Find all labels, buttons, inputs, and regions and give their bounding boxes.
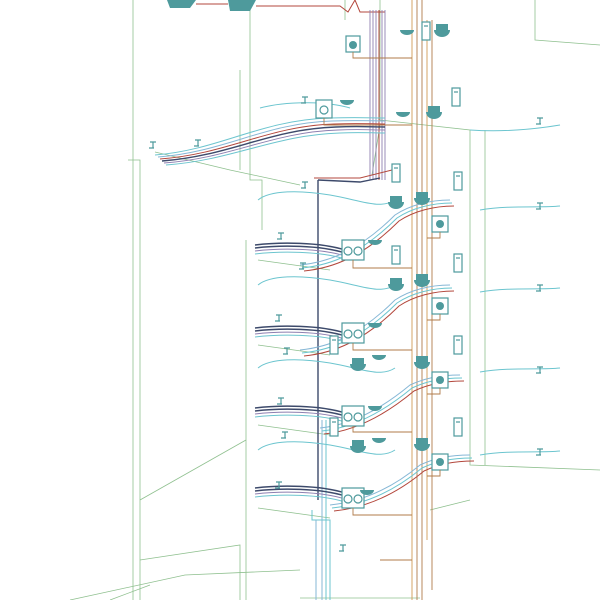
tap-icon xyxy=(536,284,543,292)
sink-icon xyxy=(340,100,354,105)
floor-branch-2 xyxy=(254,276,561,357)
floor-branch-1 xyxy=(254,191,561,272)
sink-icon xyxy=(360,490,374,495)
main-stacks xyxy=(411,0,433,600)
toilet-icon xyxy=(414,438,430,451)
tap-icon xyxy=(301,181,308,189)
shower-icon xyxy=(453,171,463,191)
toilets xyxy=(350,24,450,453)
tap-icon xyxy=(536,202,543,210)
tap-icon xyxy=(339,544,346,552)
sink-icon xyxy=(368,240,382,245)
floor-branches xyxy=(254,102,561,512)
tap-icon xyxy=(277,232,284,240)
tap-icon xyxy=(149,141,156,149)
toilet-icon xyxy=(388,278,404,291)
shower-icon xyxy=(391,163,401,183)
tap-icon xyxy=(194,139,201,147)
sink-icon xyxy=(368,323,382,328)
top-branch xyxy=(154,117,386,166)
drain-lines xyxy=(323,52,441,561)
tap-icon xyxy=(536,448,543,456)
shower-icon xyxy=(391,245,401,265)
toilet-icon xyxy=(388,196,404,209)
sink-icon xyxy=(400,30,414,35)
washing-machine-icon xyxy=(431,453,449,471)
washing-machine-icon xyxy=(345,35,361,53)
tap-icon xyxy=(275,481,282,489)
sink-icon xyxy=(396,112,410,117)
tap-icon xyxy=(536,117,543,125)
tap-icon xyxy=(301,96,308,104)
roof-panel-icon xyxy=(167,0,196,8)
washing-machine-icon xyxy=(315,99,333,119)
floor-branch-4 xyxy=(254,441,561,512)
tap-icon xyxy=(281,431,288,439)
washing-machine-icon xyxy=(431,297,449,315)
roof-panel-icon xyxy=(228,0,256,11)
dark-riser xyxy=(311,169,393,600)
building-walls xyxy=(69,0,600,600)
tap-icon xyxy=(277,397,284,405)
floor-branch-3 xyxy=(254,359,561,435)
shower-icon xyxy=(421,21,431,41)
shower-icon xyxy=(453,335,463,355)
tap-icon xyxy=(299,262,306,270)
sink-icon xyxy=(372,438,386,443)
toilet-icon xyxy=(414,356,430,369)
washing-machine-icon xyxy=(341,239,365,261)
roof-panels xyxy=(167,0,385,13)
sinks xyxy=(340,30,414,495)
washing-machine-icon xyxy=(341,405,365,427)
washing-machine-icon xyxy=(431,371,449,389)
shower-icon xyxy=(451,87,461,107)
showers xyxy=(329,21,463,437)
shower-icon xyxy=(329,417,339,437)
riser-bundle-top xyxy=(369,10,386,180)
washing-machine-icon xyxy=(431,215,449,233)
toilet-icon xyxy=(350,440,366,453)
tap-icon xyxy=(283,347,290,355)
washing-machine-icon xyxy=(341,322,365,344)
taps xyxy=(149,96,543,552)
toilet-icon xyxy=(434,24,450,37)
sink-icon xyxy=(372,355,386,360)
toilet-icon xyxy=(426,106,442,119)
shower-icon xyxy=(453,417,463,437)
toilet-icon xyxy=(350,358,366,371)
toilet-icon xyxy=(414,192,430,205)
shower-icon xyxy=(329,335,339,355)
shower-icon xyxy=(453,253,463,273)
tap-icon xyxy=(275,314,282,322)
tap-icon xyxy=(536,366,543,374)
toilet-icon xyxy=(414,274,430,287)
sink-icon xyxy=(368,406,382,411)
